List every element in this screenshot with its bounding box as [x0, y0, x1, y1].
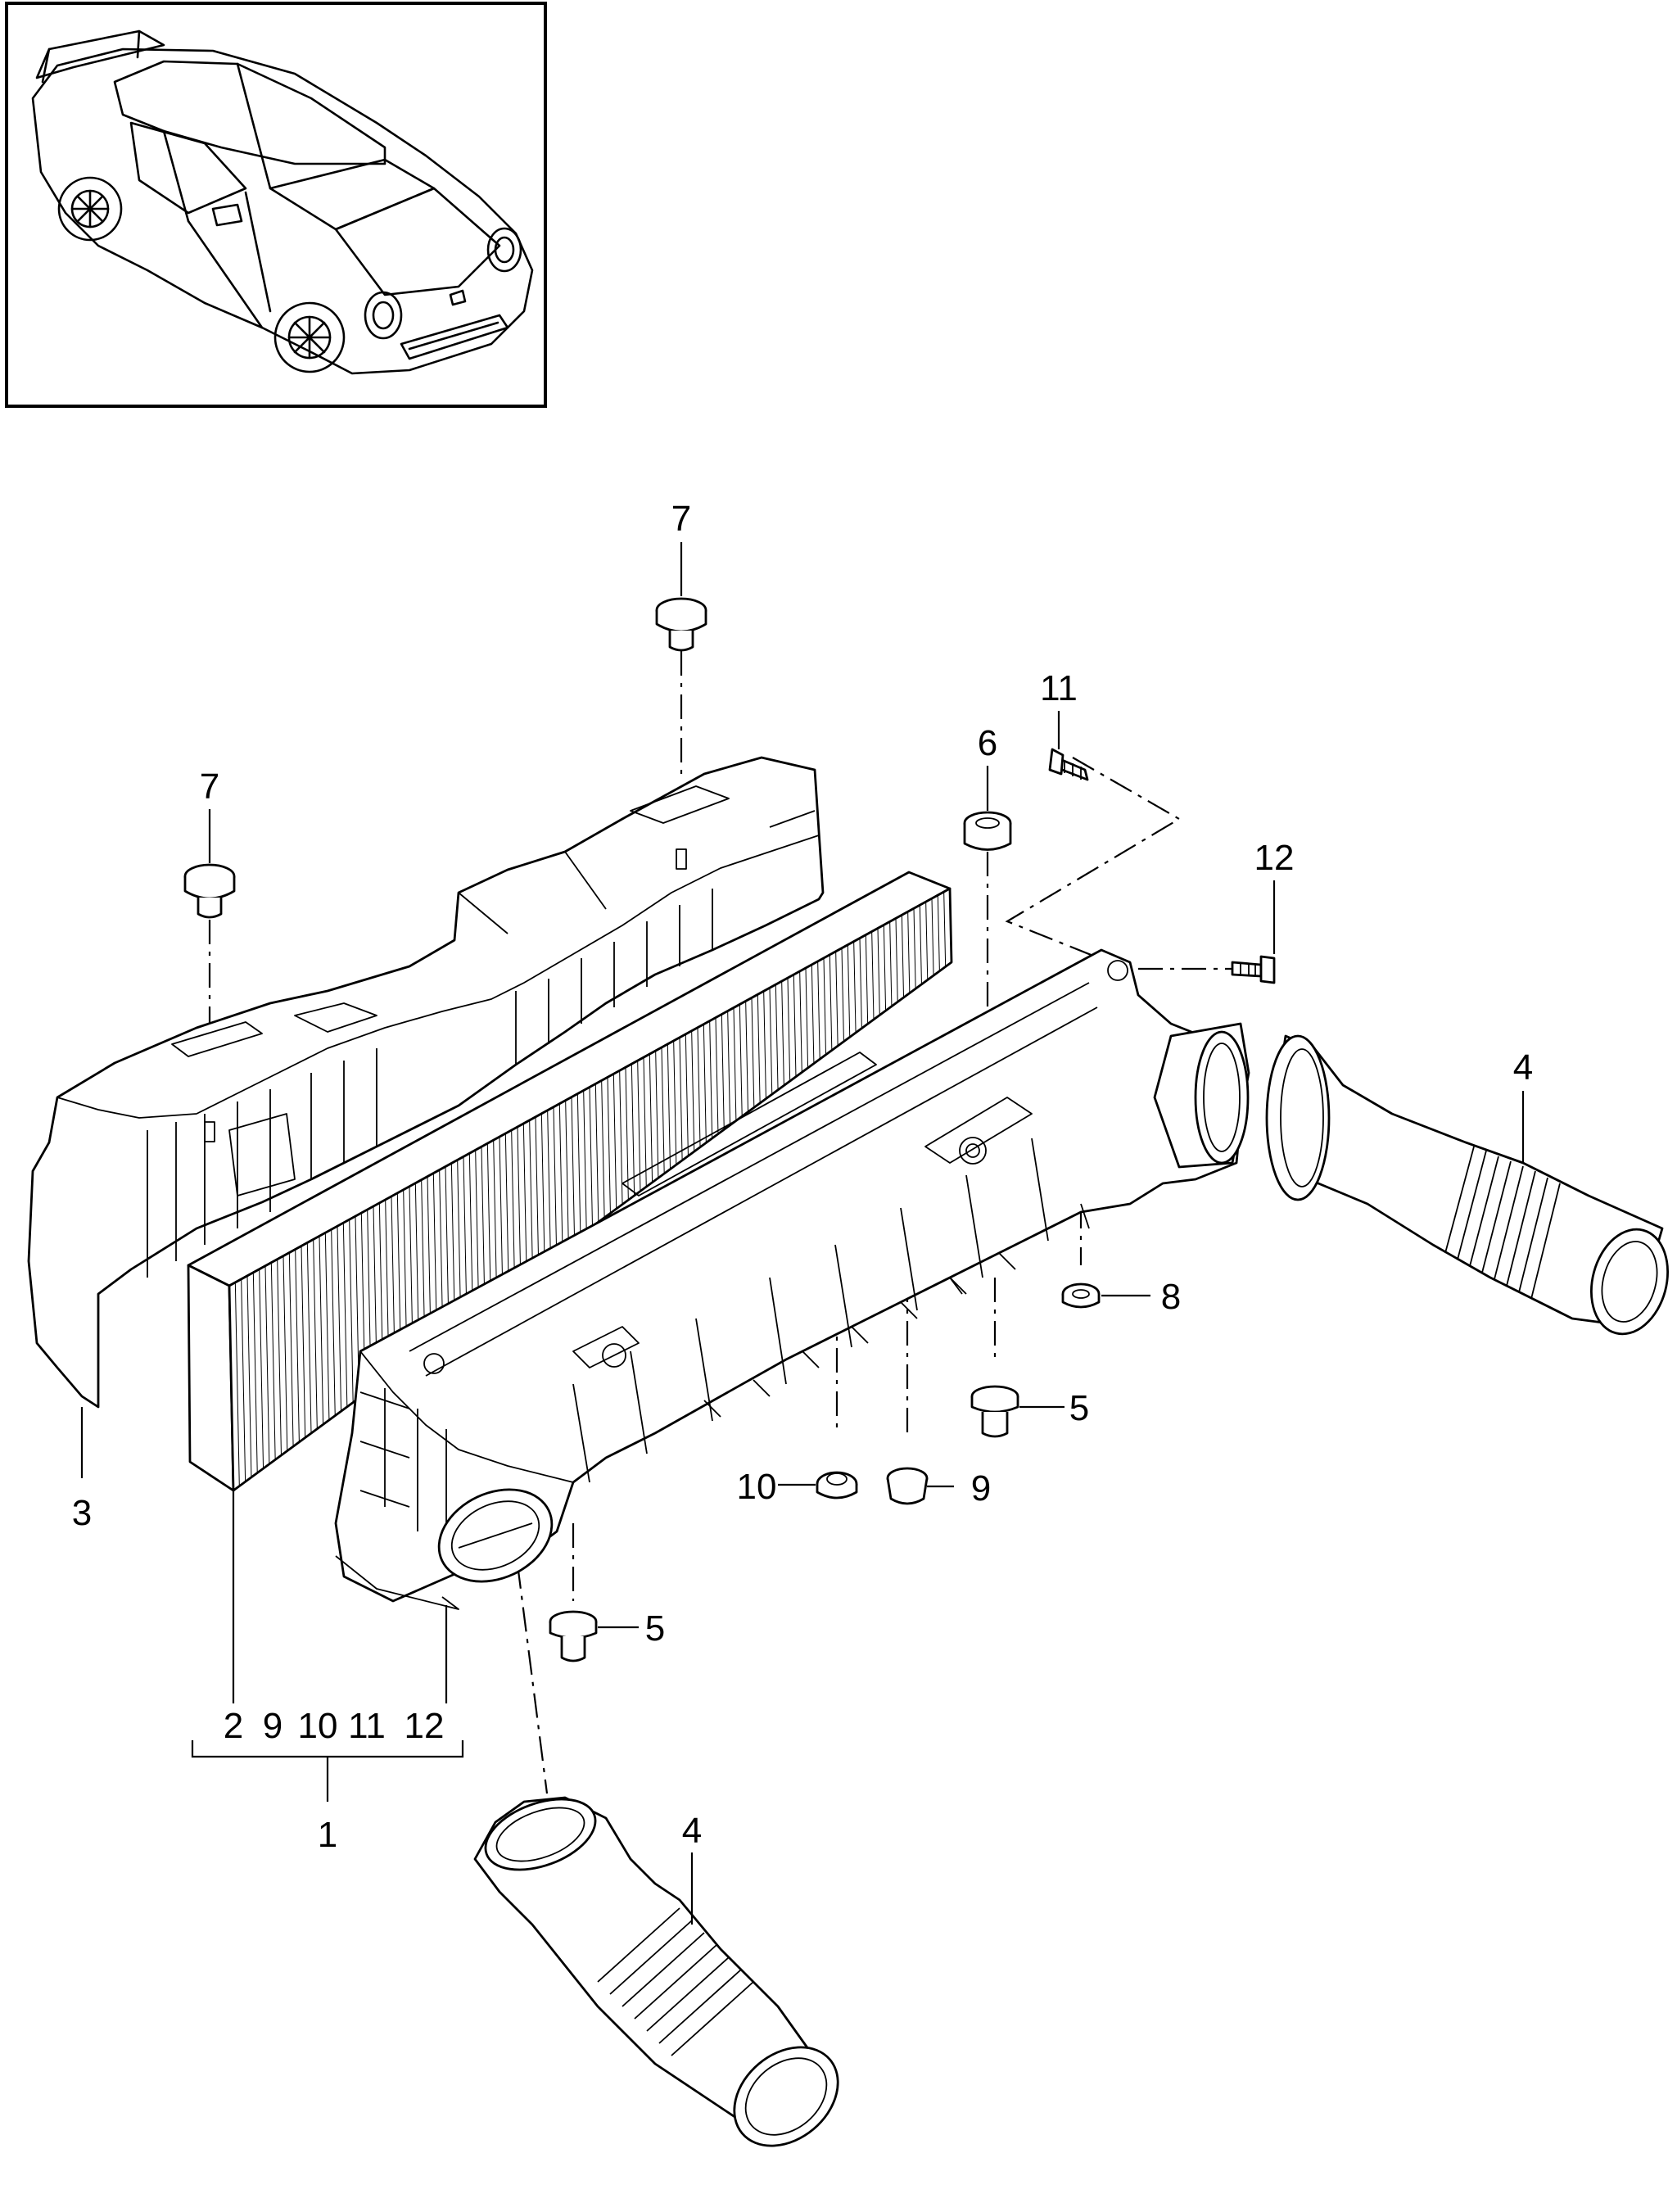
part-11-screw: [1048, 748, 1089, 781]
callout-3: 3: [72, 1493, 92, 1533]
callout-7-top: 7: [671, 499, 691, 539]
assembly-group-label: 2 9 10 11 12: [224, 1706, 445, 1746]
callout-6: 6: [978, 723, 997, 763]
callout-labels: 7 7 6 11 12 4 8 5 10 9 5 3 4 1 2 9 10 11…: [72, 499, 1533, 1855]
part-7-grommet-top: [655, 597, 707, 652]
callout-12: 12: [1254, 838, 1295, 878]
part-4-air-duct-lower: [473, 1796, 839, 2147]
assembly-item-9: 9: [263, 1706, 283, 1746]
callout-4-lower: 4: [682, 1811, 702, 1851]
callout-4-upper: 4: [1513, 1047, 1533, 1088]
part-9-nut: [886, 1467, 929, 1505]
assembly-item-10: 10: [298, 1706, 338, 1746]
assembly-item-12: 12: [405, 1706, 445, 1746]
part-7-grommet-left: [183, 863, 236, 919]
callout-11: 11: [1040, 668, 1078, 708]
callout-5-right: 5: [1069, 1388, 1089, 1428]
callout-5-left: 5: [645, 1608, 665, 1649]
callout-8: 8: [1161, 1277, 1181, 1317]
assembly-item-11: 11: [348, 1706, 386, 1746]
part-4-air-duct-upper: [1265, 1034, 1670, 1336]
assembly-item-2: 2: [224, 1706, 243, 1746]
callout-leaders: [80, 542, 1525, 1925]
part-5-bushing-right: [970, 1385, 1019, 1438]
part-5-bushing-left: [549, 1610, 598, 1662]
callout-10: 10: [737, 1467, 777, 1507]
part-1-lower-housing: [334, 948, 1250, 1610]
part-3-upper-housing: [27, 756, 825, 1409]
part-12-screw: [1231, 955, 1276, 984]
part-10-nut: [816, 1471, 858, 1500]
part-8-washer: [1061, 1282, 1101, 1309]
car-thumbnail-icon: [5, 2, 547, 408]
part-6-grommet: [963, 811, 1012, 851]
callout-1: 1: [318, 1815, 337, 1855]
callout-7-left: 7: [200, 767, 219, 807]
assembly-guide-lines: [208, 651, 1232, 1794]
callout-9: 9: [971, 1468, 991, 1509]
